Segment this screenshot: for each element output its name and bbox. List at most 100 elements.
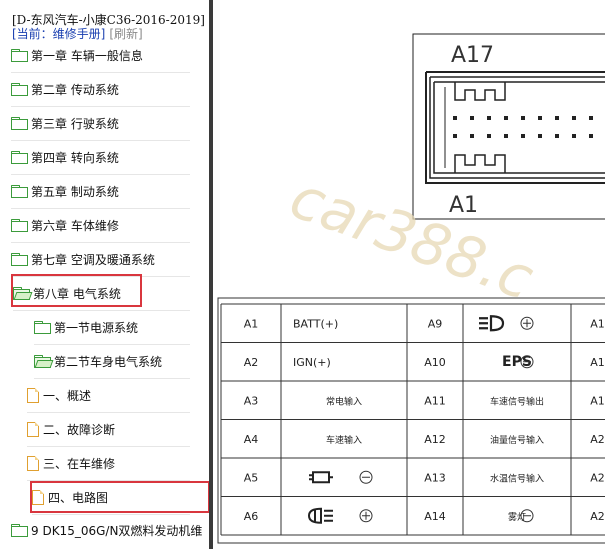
folder-icon xyxy=(34,321,51,334)
connector-pin xyxy=(521,134,525,138)
table-outer-border xyxy=(217,297,605,544)
table-cell: A14 xyxy=(424,510,446,523)
tree-item-label: 四、电路图 xyxy=(48,490,109,505)
table-cell: A17 xyxy=(590,317,605,330)
table-cell: A2 xyxy=(244,356,259,369)
pane-splitter[interactable] xyxy=(209,0,213,549)
minus-circle-icon xyxy=(520,509,534,523)
tree-item[interactable]: 二、故障诊断 xyxy=(27,417,115,441)
navigation-tree: [D-东风汽车-小康C36-2016-2019] [当前：维修手册][刷新] 第… xyxy=(0,0,209,549)
tree-item-label: 二、故障诊断 xyxy=(43,422,116,437)
tree-item[interactable]: 第四章 转向系统 xyxy=(11,145,119,169)
tree-item[interactable]: 第五章 制动系统 xyxy=(11,179,119,203)
table-cell: A19 xyxy=(590,394,605,407)
row-divider xyxy=(27,412,190,413)
table-cell: 车速信号输出 xyxy=(490,395,544,407)
rear-fog-light-icon xyxy=(307,507,333,524)
tree-item-label: 第一章 车辆一般信息 xyxy=(31,48,143,63)
tree-item[interactable]: 第三章 行驶系统 xyxy=(11,111,119,135)
row-divider xyxy=(13,310,190,311)
minus-circle-icon xyxy=(520,355,534,369)
tree-item-label: 第三章 行驶系统 xyxy=(31,116,119,131)
tree-item[interactable]: 9 DK15_06G/N双燃料发动机维 xyxy=(11,518,202,542)
table-cell: A5 xyxy=(244,471,259,484)
table-cell: A12 xyxy=(424,433,446,446)
tree-item-label: 第二章 传动系统 xyxy=(31,82,119,97)
table-cell: A20 xyxy=(590,433,605,446)
row-divider xyxy=(32,514,190,515)
folder-open-icon xyxy=(13,287,33,300)
connector-pin xyxy=(572,116,576,120)
tree-item[interactable]: 第八章 电气系统 xyxy=(13,281,121,305)
refresh-link[interactable]: [刷新] xyxy=(109,27,143,41)
table-cell: A6 xyxy=(244,510,259,523)
table-cell: A4 xyxy=(244,433,259,446)
connector-pin xyxy=(555,116,559,120)
tree-item[interactable]: 第二节车身电气系统 xyxy=(34,349,162,373)
current-manual-label[interactable]: [当前：维修手册] xyxy=(12,27,106,41)
connector-pin xyxy=(589,134,593,138)
table-cell: A21 xyxy=(590,471,605,484)
minus-circle-icon xyxy=(359,470,373,484)
front-fog-light-icon xyxy=(479,315,505,332)
tree-item-label: 第五章 制动系统 xyxy=(31,184,119,199)
pin-table: A1BATT(+)A9A17A2IGN(+)A10EPSA18A3常电输入A11… xyxy=(217,297,605,544)
highlight-box-circuit-diagram xyxy=(30,481,209,513)
pin-row-top xyxy=(453,116,593,120)
plus-circle-icon xyxy=(359,509,373,523)
tree-item-label: 三、在车维修 xyxy=(43,456,116,471)
row-divider xyxy=(11,174,190,175)
connector-pin xyxy=(538,134,542,138)
plus-circle-icon xyxy=(520,316,534,330)
tree-item[interactable]: 一、概述 xyxy=(27,383,91,407)
pin-row-bottom xyxy=(453,134,593,138)
table-cell: 雾灯 xyxy=(508,512,526,523)
tree-item[interactable]: 第六章 车体维修 xyxy=(11,213,119,237)
row-divider xyxy=(27,480,190,481)
table-cell: 车速输入 xyxy=(326,434,362,446)
table-cell: A1 xyxy=(244,317,259,330)
folder-icon xyxy=(11,83,28,96)
tree-item-label: 第二节车身电气系统 xyxy=(54,354,163,369)
connector-drawing xyxy=(412,33,605,220)
tree-item[interactable]: 第七章 空调及暖通系统 xyxy=(11,247,155,271)
document-icon xyxy=(27,455,39,471)
tree-item[interactable]: 三、在车维修 xyxy=(27,451,115,475)
row-divider xyxy=(11,140,190,141)
folder-icon xyxy=(11,253,28,266)
table-cell: 常电输入 xyxy=(326,395,362,407)
highlight-box-chapter8 xyxy=(11,274,142,307)
row-divider xyxy=(34,378,190,379)
table-cell: EPS xyxy=(502,354,532,370)
table-cell: 油量信号输入 xyxy=(490,434,544,446)
tree-item[interactable]: 四、电路图 xyxy=(32,485,108,509)
document-icon xyxy=(27,387,39,403)
document-viewer: A17 A1 car388.c A1BATT(+)A9A17A2IGN(+)A1… xyxy=(213,0,605,549)
row-divider xyxy=(11,208,190,209)
tree-item-label: 第一节电源系统 xyxy=(54,320,139,335)
document-icon xyxy=(32,489,44,505)
table-cell: A10 xyxy=(424,356,446,369)
connector-pin xyxy=(504,116,508,120)
tree-item[interactable]: 第二章 传动系统 xyxy=(11,77,119,101)
folder-icon xyxy=(11,117,28,130)
table-cell: 水温信号输入 xyxy=(490,472,544,484)
table-cell: A9 xyxy=(428,317,443,330)
row-divider xyxy=(11,242,190,243)
tree-item-label: 第六章 车体维修 xyxy=(31,218,119,233)
tree-item[interactable]: 第一节电源系统 xyxy=(34,315,138,339)
tree-item[interactable]: 第一章 车辆一般信息 xyxy=(11,43,143,67)
connector-pin xyxy=(487,134,491,138)
tree-item-label: 第七章 空调及暖通系统 xyxy=(31,252,155,267)
tree-item-label: 第四章 转向系统 xyxy=(31,150,119,165)
folder-icon xyxy=(11,151,28,164)
table-cell: IGN(+) xyxy=(293,356,331,369)
row-divider xyxy=(11,72,190,73)
table-cell: A18 xyxy=(590,356,605,369)
table-cell: A11 xyxy=(424,394,446,407)
folder-open-icon xyxy=(34,355,54,368)
connector-bottom-label: A1 xyxy=(449,193,478,218)
table-cell: A22 xyxy=(590,510,605,523)
connector-diagram: A17 A1 car388.c A1BATT(+)A9A17A2IGN(+)A1… xyxy=(217,33,605,544)
connector-pin xyxy=(521,116,525,120)
